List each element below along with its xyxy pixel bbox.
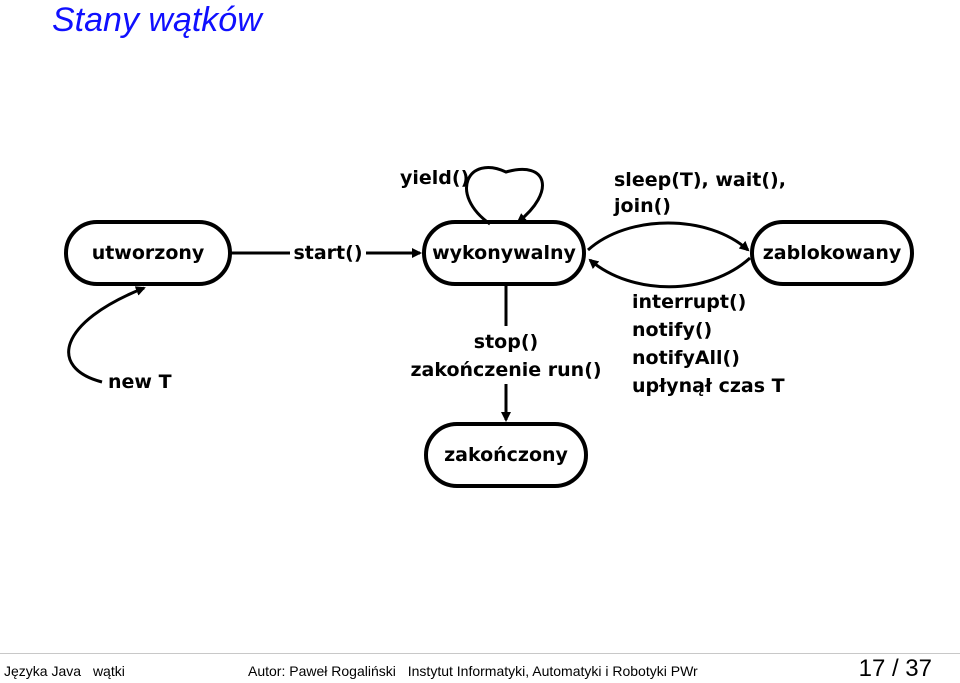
thread-state-diagram: utworzony wykonywalny zablokowany zakońc… xyxy=(28,132,948,512)
wake-label-line2: notify() xyxy=(632,319,712,341)
footer-course-name: Języka Java xyxy=(4,663,82,679)
state-blocked-box xyxy=(750,220,914,286)
yield-label: yield() xyxy=(400,167,469,189)
state-runnable: wykonywalny xyxy=(422,220,586,286)
stop-label-line2: zakończenie run() xyxy=(410,359,601,381)
state-blocked-label: zablokowany xyxy=(763,242,902,264)
sleep-label-line2: join() xyxy=(613,195,671,217)
footer-institute: Instytut Informatyki, Automatyki i Robot… xyxy=(407,663,698,679)
terminate-label-bg xyxy=(406,326,606,384)
block-arrow xyxy=(586,221,750,252)
start-label: start() xyxy=(293,242,362,264)
state-runnable-label: wykonywalny xyxy=(432,242,576,264)
start-label-bg xyxy=(290,240,366,266)
state-terminated: zakończony xyxy=(424,422,588,488)
slide-footer: Języka Java wątki Autor: Paweł Rogalińsk… xyxy=(0,653,960,683)
slide-title: Stany wątków xyxy=(52,1,262,39)
footer-author-block: Autor: Paweł Rogaliński Instytut Informa… xyxy=(248,663,698,679)
new-t-label: new T xyxy=(108,371,172,393)
sleep-label-line1: sleep(T), wait(), xyxy=(614,169,786,191)
state-terminated-label: zakończony xyxy=(444,444,568,466)
page-number: 17 / 37 xyxy=(858,655,932,682)
unblock-arrow xyxy=(588,256,752,289)
stop-label-line1: stop() xyxy=(474,331,538,353)
state-blocked: zablokowany xyxy=(750,220,914,286)
footer-topic: wątki xyxy=(92,663,125,679)
state-created: utworzony xyxy=(64,220,232,286)
state-terminated-box xyxy=(424,422,588,488)
state-runnable-box xyxy=(422,220,586,286)
state-created-label: utworzony xyxy=(92,242,205,264)
yield-loop-arrow xyxy=(465,166,544,226)
wake-label-line1: interrupt() xyxy=(632,291,746,313)
wake-label-line3: notifyAll() xyxy=(632,347,740,369)
footer-course: Języka Java wątki xyxy=(4,663,125,679)
footer-author: Autor: Paweł Rogaliński xyxy=(248,663,396,679)
new-thread-arrow xyxy=(67,286,146,384)
footer-divider xyxy=(0,653,960,654)
wake-label-line4: upłynął czas T xyxy=(632,375,785,397)
